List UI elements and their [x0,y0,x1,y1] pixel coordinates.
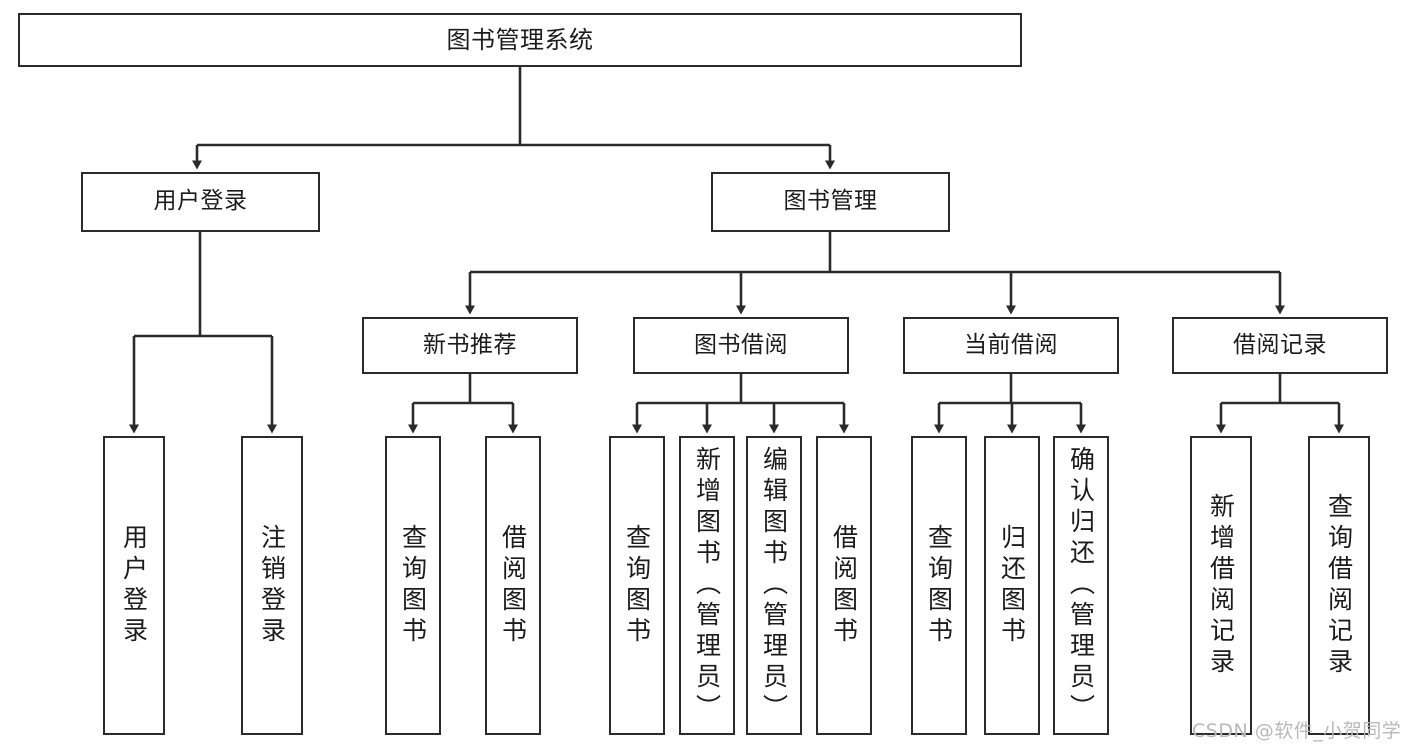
node-leaf-user-login[interactable]: 用户登录 [103,436,165,735]
node-label: 新书推荐 [423,331,517,358]
node-label: 借阅图书 [829,523,859,648]
node-user-login[interactable]: 用户登录 [81,172,320,232]
node-leaf-query-book-1[interactable]: 查询图书 [385,436,441,735]
node-label: 查询借阅记录 [1324,492,1354,679]
node-label: 借阅记录 [1233,331,1327,358]
node-new-book-recommend[interactable]: 新书推荐 [362,317,578,374]
node-leaf-confirm-return[interactable]: 确认归还（管理员） [1053,436,1109,735]
node-label: 查询图书 [924,523,954,648]
node-leaf-borrow-book-1[interactable]: 借阅图书 [485,436,541,735]
node-label: 用户登录 [153,188,248,215]
node-label: 借阅图书 [498,523,528,648]
node-label: 用户登录 [119,523,149,648]
node-leaf-query-book-3[interactable]: 查询图书 [911,436,967,735]
node-label: 当前借阅 [964,331,1058,358]
node-leaf-add-book[interactable]: 新增图书（管理员） [679,436,735,735]
node-borrow-record[interactable]: 借阅记录 [1172,317,1388,374]
node-label: 确认归还（管理员） [1066,446,1096,725]
node-label: 注销登录 [257,523,287,648]
node-leaf-borrow-book-2[interactable]: 借阅图书 [816,436,872,735]
node-leaf-logout[interactable]: 注销登录 [241,436,303,735]
node-label: 查询图书 [622,523,652,648]
node-label: 图书管理系统 [446,25,594,54]
node-leaf-add-borrow-record[interactable]: 新增借阅记录 [1190,436,1252,735]
node-label: 归还图书 [997,523,1027,648]
node-book-borrow[interactable]: 图书借阅 [633,317,849,374]
node-label: 图书借阅 [694,331,788,358]
node-book-manage[interactable]: 图书管理 [711,172,950,232]
node-label: 新增借阅记录 [1206,492,1236,679]
node-leaf-query-book-2[interactable]: 查询图书 [609,436,665,735]
node-label: 查询图书 [398,523,428,648]
csdn-watermark: CSDN @软件_小贺同学 [1192,720,1402,742]
node-leaf-edit-book[interactable]: 编辑图书（管理员） [746,436,802,735]
node-label: 编辑图书（管理员） [759,446,789,725]
node-label: 图书管理 [783,188,878,215]
node-leaf-return-book[interactable]: 归还图书 [984,436,1040,735]
node-current-borrow[interactable]: 当前借阅 [903,317,1119,374]
node-leaf-query-borrow-record[interactable]: 查询借阅记录 [1308,436,1370,735]
node-label: 新增图书（管理员） [692,446,722,725]
node-root-system[interactable]: 图书管理系统 [18,13,1022,67]
